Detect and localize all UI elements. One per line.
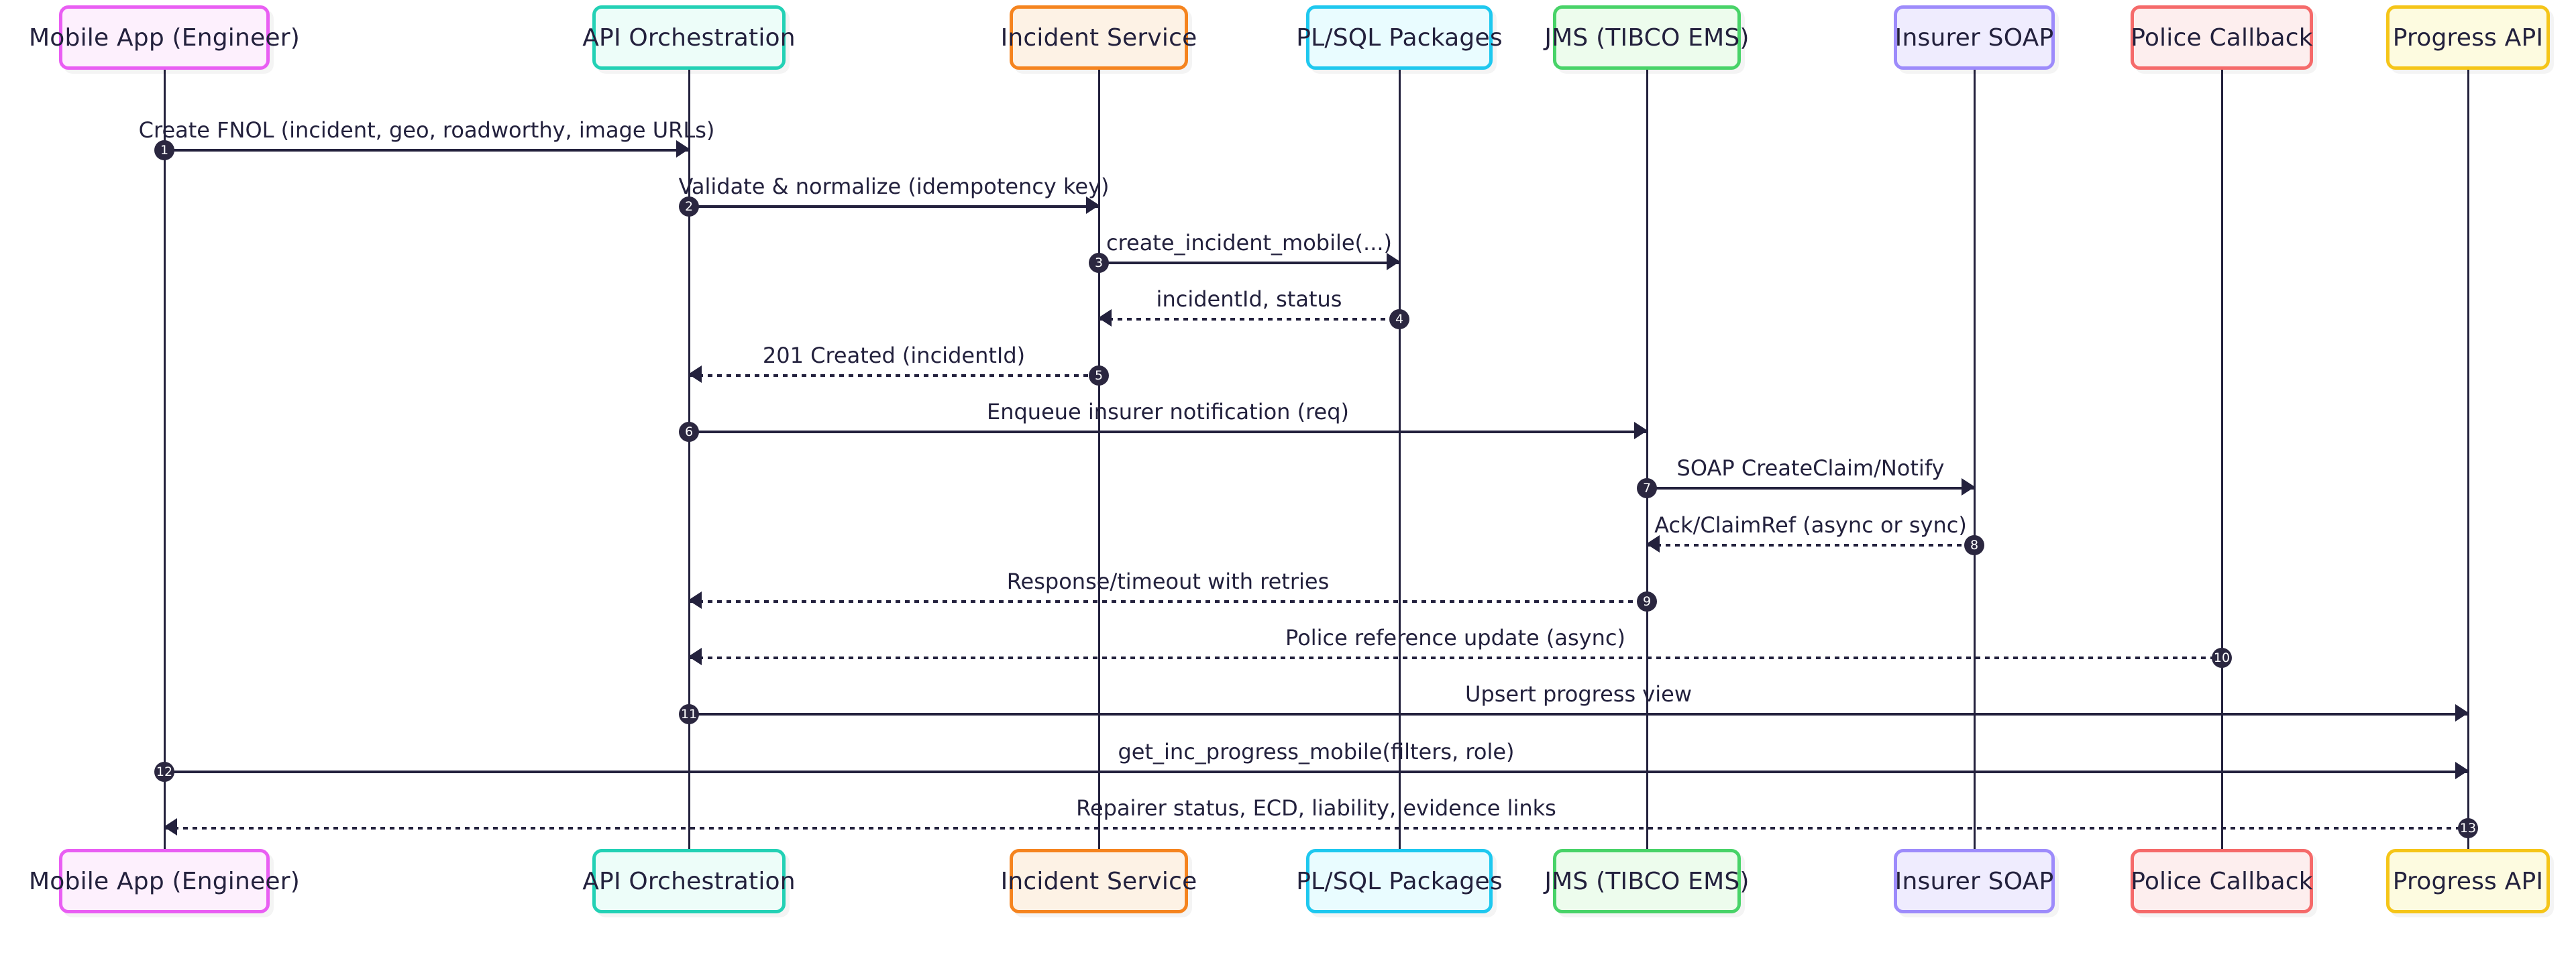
participant-header-api[interactable]: API Orchestration [582,5,796,70]
arrowhead-icon [1962,478,1975,496]
lifeline-insurer [1974,70,1976,849]
message-label: Repairer status, ECD, liability, evidenc… [1076,795,1556,821]
arrowhead-icon [676,140,690,158]
participant-label: Incident Service [1000,23,1197,52]
message-line [164,771,2468,773]
lifeline-api [688,70,690,849]
participant-label: Incident Service [1000,867,1197,895]
arrowhead-icon [1086,196,1099,214]
participant-footer-progress[interactable]: Progress API [2386,849,2550,913]
message-label: create_incident_mobile(...) [1106,230,1393,256]
arrowhead-icon [1098,309,1112,327]
message-line [1647,487,1974,490]
sequence-number-badge: 13 [2458,818,2478,838]
participant-footer-jms[interactable]: JMS (TIBCO EMS) [1544,849,1749,913]
participant-header-police[interactable]: Police Callback [2131,5,2313,70]
arrowhead-icon [2455,704,2469,722]
sequence-number-badge: 10 [2212,648,2232,668]
arrowhead-icon [1387,253,1400,270]
sequence-number-badge: 7 [1637,478,1657,498]
participant-footer-plsql[interactable]: PL/SQL Packages [1296,849,1503,913]
message-label: get_inc_progress_mobile(filters, role) [1118,739,1515,765]
message-line [689,657,2222,659]
participant-footer-incident[interactable]: Incident Service [1001,849,1197,913]
participant-label: PL/SQL Packages [1296,23,1503,52]
participant-header-jms[interactable]: JMS (TIBCO EMS) [1544,5,1749,70]
message-label: Validate & normalize (idempotency key) [678,174,1110,200]
lifeline-progress [2467,70,2469,849]
participant-label: JMS (TIBCO EMS) [1544,867,1750,895]
participant-label: Police Callback [2131,867,2313,895]
message-label: SOAP CreateClaim/Notify [1676,455,1945,481]
lifeline-incident [1098,70,1100,849]
participant-header-progress[interactable]: Progress API [2386,5,2550,70]
sequence-number-badge: 1 [154,140,174,160]
sequence-number-badge: 9 [1637,591,1657,612]
participant-footer-mobile[interactable]: Mobile App (Engineer) [29,849,300,913]
message-label: Create FNOL (incident, geo, roadworthy, … [138,117,715,144]
participant-footer-insurer[interactable]: Insurer SOAP [1894,849,2055,913]
message-line [1099,262,1399,264]
participant-label: Police Callback [2131,23,2313,52]
participant-header-plsql[interactable]: PL/SQL Packages [1296,5,1503,70]
message-line [164,149,689,152]
participant-label: Progress API [2392,23,2544,52]
participant-label: Insurer SOAP [1894,23,2054,52]
participant-label: PL/SQL Packages [1296,867,1503,895]
sequence-number-badge: 4 [1389,309,1409,329]
sequence-number-badge: 8 [1964,535,1984,555]
sequence-number-badge: 5 [1089,365,1109,386]
participant-label: Mobile App (Engineer) [29,867,300,895]
participant-header-insurer[interactable]: Insurer SOAP [1894,5,2055,70]
lifeline-mobile [164,70,166,849]
sequence-number-badge: 2 [679,196,699,217]
participant-label: API Orchestration [582,867,796,895]
message-label: Police reference update (async) [1285,625,1625,651]
participant-header-mobile[interactable]: Mobile App (Engineer) [29,5,300,70]
message-line [689,205,1099,208]
arrowhead-icon [1634,422,1648,439]
message-line [1647,544,1974,547]
lifeline-police [2221,70,2223,849]
arrowhead-icon [2455,762,2469,779]
arrowhead-icon [1646,535,1660,553]
message-line [689,431,1647,433]
lifeline-plsql [1399,70,1401,849]
message-label: Upsert progress view [1465,681,1692,707]
arrowhead-icon [688,591,702,609]
arrowhead-icon [164,818,177,836]
arrowhead-icon [688,365,702,383]
arrowhead-icon [688,648,702,665]
message-label: Ack/ClaimRef (async or sync) [1654,512,1967,538]
sequence-number-badge: 12 [154,762,174,782]
sequence-number-badge: 3 [1089,253,1109,273]
participant-label: Mobile App (Engineer) [29,23,300,52]
message-line [164,827,2468,830]
message-line [1099,318,1399,321]
participant-header-incident[interactable]: Incident Service [1001,5,1197,70]
message-label: Enqueue insurer notification (req) [986,399,1350,425]
message-line [689,600,1647,603]
participant-label: API Orchestration [582,23,796,52]
sequence-number-badge: 6 [679,422,699,442]
participant-label: Progress API [2392,867,2544,895]
message-label: Response/timeout with retries [1006,569,1330,595]
message-label: 201 Created (incidentId) [762,343,1026,369]
participant-label: Insurer SOAP [1894,867,2054,895]
participant-footer-api[interactable]: API Orchestration [582,849,796,913]
lifeline-jms [1646,70,1648,849]
sequence-number-badge: 11 [679,704,699,724]
participant-label: JMS (TIBCO EMS) [1544,23,1750,52]
message-label: incidentId, status [1156,286,1342,312]
message-line [689,374,1099,377]
message-line [689,713,2468,716]
participant-footer-police[interactable]: Police Callback [2131,849,2313,913]
